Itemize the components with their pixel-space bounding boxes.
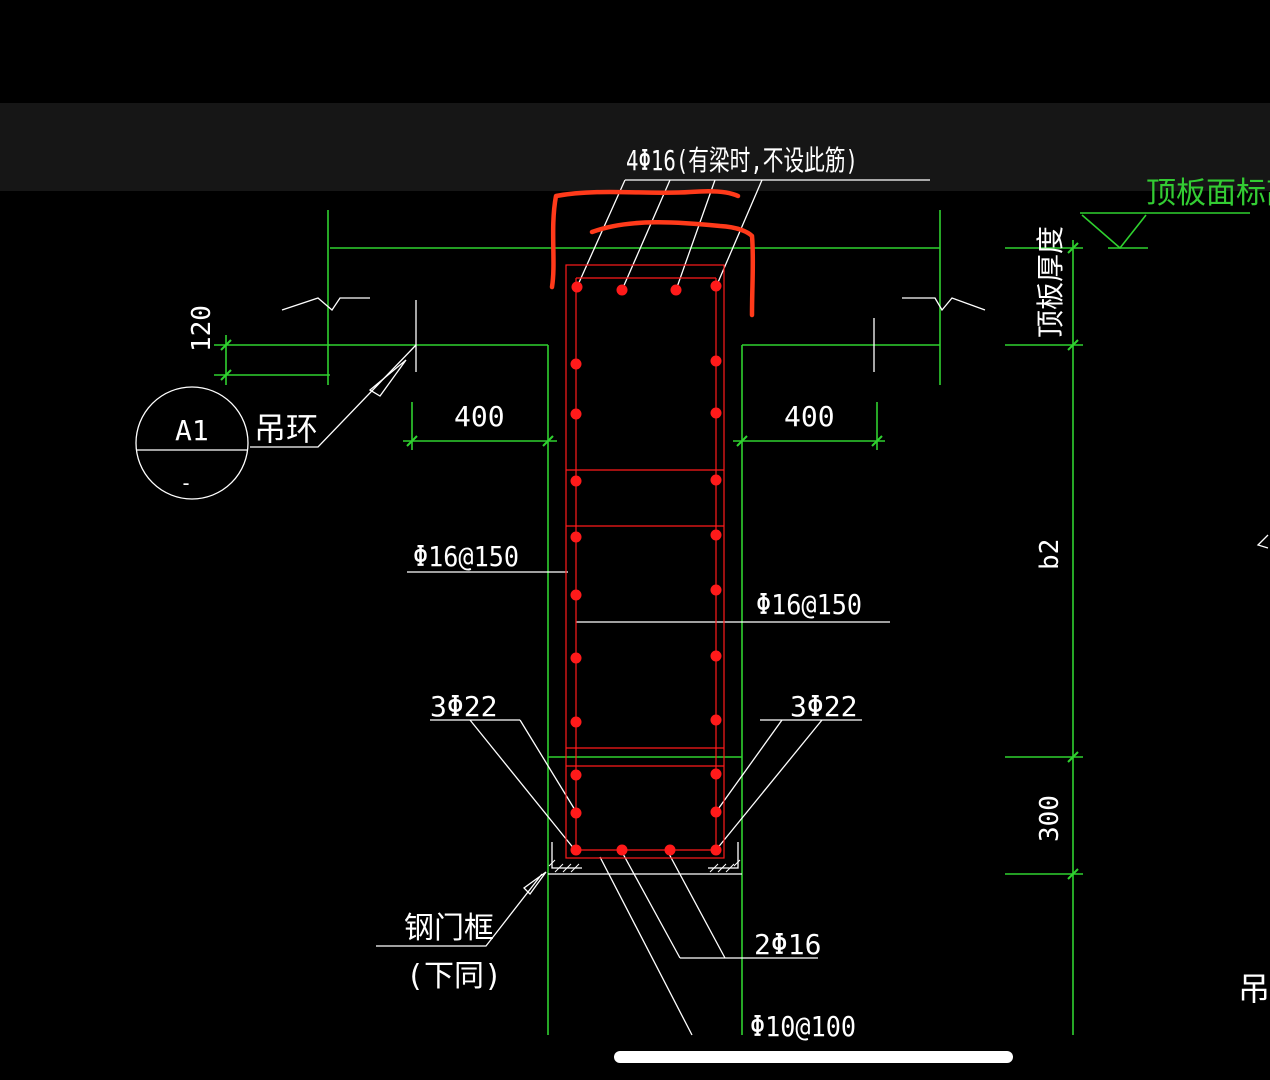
roof-elevation-label: 顶板面标高 [1146, 176, 1270, 211]
leader-arrow-icon [523, 871, 547, 895]
detail-id: A1 [175, 414, 209, 447]
home-indicator-bar[interactable] [614, 1051, 1013, 1063]
top-toolbar-band [0, 103, 1270, 191]
top-rebar-label: 4Φ16(有梁时,不设此筋) [626, 144, 858, 177]
partial-symbol [1256, 534, 1269, 549]
same-below-label: (下同) [406, 959, 502, 994]
rebar-dots [570, 280, 722, 856]
detail-sub: - [180, 471, 192, 495]
white-linework [250, 179, 986, 1036]
right-rebar-label: Φ16@150 [756, 588, 862, 621]
steel-frame-hatch [548, 859, 741, 873]
left-rebar-label: Φ16@150 [413, 540, 519, 573]
dim-400-right: 400 [784, 400, 835, 433]
break-line-icon [281, 297, 370, 311]
bar-right-label: 3Φ22 [790, 690, 857, 723]
break-line-icon [902, 297, 986, 312]
bottom-rebar-label: 2Φ16 [754, 928, 821, 961]
leader-arrow-icon [368, 359, 407, 397]
dim-300: 300 [1035, 795, 1065, 842]
steel-frame-label: 钢门框 [404, 911, 494, 946]
dim-120: 120 [187, 305, 217, 352]
bar-left-label: 3Φ22 [430, 690, 497, 723]
edge-cut-label: 吊 [1238, 970, 1270, 1008]
dimension-ticks [220, 242, 1079, 880]
rebar-cage [565, 264, 725, 859]
lift-ring-label: 吊环 [254, 410, 318, 448]
dim-400-left: 400 [454, 400, 505, 433]
stirrup-label: Φ10@100 [750, 1010, 856, 1043]
b2-label: b2 [1035, 539, 1065, 570]
green-linework [214, 210, 1250, 1035]
hand-markup [549, 188, 756, 318]
detail-callout-circle [135, 386, 249, 500]
roof-thickness-label: 顶板厚度 [1034, 226, 1067, 338]
